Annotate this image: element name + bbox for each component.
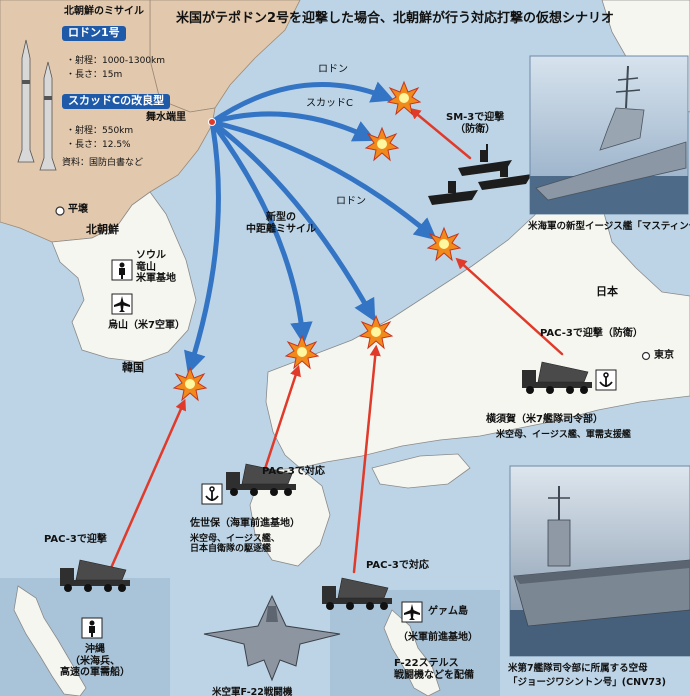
f22-jet-illustration — [203, 594, 341, 682]
label-north-korea: 北朝鮮 — [86, 223, 119, 236]
scud-missile-icon — [39, 61, 57, 171]
land-guam — [383, 609, 441, 696]
label-musudan: 舞水端里 — [146, 112, 186, 123]
missile-source: 資料：国防白書など — [62, 158, 144, 168]
arrow-scud-c — [209, 111, 377, 142]
label-sasebo-detail: 米空母、イージス艦、 日本自衛隊の駆逐艦 — [190, 534, 280, 555]
label-okinawa: 沖縄 （米海兵、 高速の軍需船） — [60, 644, 130, 678]
pac3-launcher-icon — [322, 577, 392, 610]
arrow-pac3-okinawa — [102, 398, 186, 586]
page-title: 米国がテポドン2号を迎撃した場合、北朝鮮が行う対応打撃の仮想シナリオ — [176, 11, 615, 26]
anchor-icon — [201, 483, 223, 505]
aegis-ship-icon — [478, 165, 532, 190]
label-us-bases-korea: ソウル 竜山 米軍基地 — [136, 250, 176, 284]
label-yokosuka: 横須賀（米7艦隊司令部） — [486, 414, 603, 425]
explosion-icon — [358, 314, 394, 350]
arrow-pac3-tokyo — [455, 257, 564, 356]
soldier-icon — [111, 259, 133, 281]
caption-aegis: 米海軍の新型イージス艦「マスティン号」 — [528, 221, 690, 232]
label-japan: 日本 — [596, 285, 618, 298]
arrow-pac3-guam — [352, 344, 381, 574]
arrow-rodong-top — [209, 81, 395, 125]
aegis-ship-photo — [529, 55, 689, 215]
tokyo-marker — [641, 351, 651, 361]
missile1-name: ロドン1号 — [62, 26, 126, 41]
land-kyushu — [249, 467, 331, 567]
explosion-icon — [172, 366, 208, 402]
label-scud-c: スカッドC — [306, 98, 353, 109]
missile-trajectories — [184, 81, 438, 375]
missile2-range: ・射程：550km — [66, 126, 134, 136]
label-new-irbm: 新型の 中距離ミサイル — [246, 212, 316, 235]
caption-carrier: 米第7艦隊司令部に所属する空母 「ジョージワシントン号」(CNV73) — [508, 663, 666, 688]
label-pac3-okinawa: PAC-3で迎撃 — [44, 534, 107, 545]
label-sm3: SM-3で迎撃 （防衛） — [446, 112, 505, 135]
anchor-icon — [595, 369, 617, 391]
nk-missiles-header: 北朝鮮のミサイル — [64, 6, 144, 17]
label-pac3-tokyo: PAC-3で迎撃（防衛） — [540, 328, 643, 339]
label-korea: 韓国 — [122, 361, 144, 374]
pac3-launcher-icon — [60, 559, 130, 592]
rodong-missile-icon — [17, 39, 35, 163]
aegis-ship-icon — [428, 181, 478, 205]
aegis-ship-icon — [458, 144, 512, 176]
label-rodong-mid: ロドン — [336, 196, 366, 207]
label-pac3-guam: PAC-3で対応 — [366, 560, 429, 571]
missile2-length: ・長さ：12.5% — [66, 140, 131, 150]
label-yokosuka-detail: 米空母、イージス艦、軍需支援艦 — [496, 430, 631, 440]
caption-f22: 米空軍F-22戦闘機 — [212, 687, 293, 696]
missile1-range: ・射程：1000-1300km — [66, 56, 166, 66]
pac3-launcher-icon — [226, 463, 296, 496]
label-sasebo: 佐世保（海軍前進基地） — [190, 518, 300, 529]
arrow-pac3-sasebo — [260, 364, 301, 480]
arrow-irbm-east — [209, 119, 376, 322]
missile2-name: スカッドCの改良型 — [62, 94, 171, 109]
pyongyang-marker — [55, 206, 65, 216]
explosion-icon — [364, 126, 400, 162]
arrow-irbm-west — [209, 119, 313, 345]
label-osan: 烏山（米7空軍） — [108, 320, 185, 331]
label-rodong-top: ロドン — [318, 64, 348, 75]
explosion-icon — [284, 334, 320, 370]
interceptor-trajectories — [102, 107, 564, 586]
missile1-length: ・長さ：15m — [66, 70, 123, 80]
explosion-icon — [386, 80, 422, 116]
arrow-sm3 — [409, 107, 472, 160]
label-tokyo: 東京 — [654, 350, 674, 361]
explosions — [172, 80, 462, 402]
pac3-launcher-icon — [522, 361, 592, 394]
label-guam: ゲァム島 — [428, 606, 468, 617]
label-pyongyang: 平壌 — [68, 204, 88, 215]
land-shikoku — [371, 453, 471, 489]
arrow-korea — [184, 119, 221, 375]
land-okinawa — [13, 585, 87, 696]
carrier-photo — [509, 465, 690, 657]
airplane-icon — [111, 293, 133, 315]
label-pac3-sasebo: PAC-3で対応 — [262, 466, 325, 477]
soldier-icon — [81, 617, 103, 639]
land-north-korea — [0, 0, 216, 243]
airplane-icon — [401, 601, 423, 623]
explosion-icon — [426, 226, 462, 262]
musudan-marker — [208, 118, 216, 126]
label-f22-note: F-22ステルス 戦闘機などを配備 — [394, 658, 474, 681]
label-guam-detail: （米軍前進基地） — [398, 632, 478, 643]
arrow-rodong-mid — [209, 119, 438, 241]
